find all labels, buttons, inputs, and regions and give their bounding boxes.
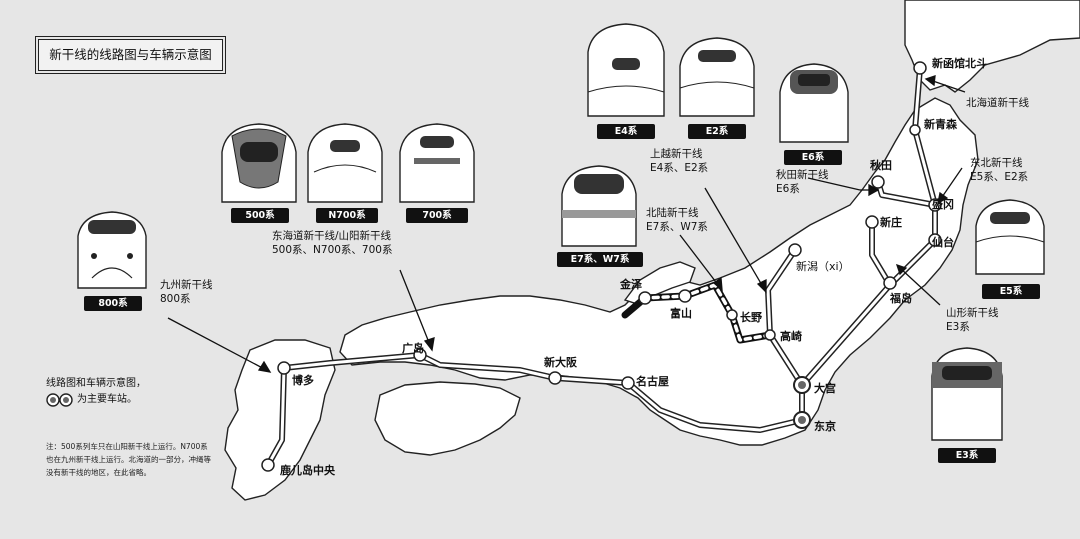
train-n700-illustration	[307, 123, 383, 203]
station-toyama: 富山	[670, 307, 692, 320]
label-hokkaido-line: 北海道新干线	[966, 97, 1029, 109]
tag-e2: E2系	[688, 124, 746, 139]
station-akita: 秋田	[870, 159, 892, 172]
tag-n700: N700系	[316, 208, 378, 223]
tag-e7-w7: E7系、W7系	[557, 252, 643, 267]
tag-800: 800系	[84, 296, 142, 311]
major-station-icon	[46, 393, 73, 407]
station-shinosaka: 新大阪	[544, 356, 577, 369]
hokkaido-land	[904, 0, 1080, 93]
tag-e6: E6系	[784, 150, 842, 165]
legend: 线路图和车辆示意图， 为主要车站。	[46, 378, 146, 407]
station-fukushima: 福岛	[890, 292, 912, 305]
tag-700: 700系	[406, 208, 468, 223]
station-nagoya: 名古屋	[636, 375, 669, 388]
station-niigata: 新潟（xi）	[796, 260, 850, 273]
station-takasaki: 高崎	[780, 330, 802, 343]
station-nagano: 长野	[740, 311, 762, 324]
honshu-land	[339, 97, 979, 446]
tag-500: 500系	[231, 208, 289, 223]
train-700-illustration	[399, 123, 475, 203]
station-morioka: 盛冈	[932, 198, 954, 211]
tag-e5: E5系	[982, 284, 1040, 299]
station-omiya: 大宫	[814, 382, 836, 395]
tag-e4: E4系	[597, 124, 655, 139]
train-e4-illustration	[587, 23, 665, 117]
station-shinaomori: 新青森	[924, 118, 957, 131]
train-e3-illustration	[931, 347, 1003, 441]
footnote: 注：500系列车只在山阳新干线上运行。N700系 也在九州新干线上运行。北海道的…	[46, 442, 211, 477]
station-hiroshima: 广岛	[402, 342, 424, 355]
station-shinjo: 新庄	[880, 216, 902, 229]
map-title: 新干线的线路图与车辆示意图	[35, 36, 226, 74]
station-kanazawa: 金泽	[620, 278, 642, 291]
station-tokyo: 东京	[814, 420, 836, 433]
train-e2-illustration	[679, 37, 755, 117]
pointer-arrows	[167, 75, 966, 373]
shikoku-land	[374, 381, 521, 456]
train-800-illustration	[77, 211, 147, 289]
train-e7-illustration	[561, 165, 637, 247]
station-markers	[261, 61, 942, 472]
tag-e3: E3系	[938, 448, 996, 463]
train-e6-illustration	[779, 63, 849, 143]
station-sendai: 仙台	[932, 236, 954, 249]
train-e5-illustration	[975, 199, 1045, 275]
station-hakata: 博多	[292, 374, 314, 387]
station-shinhakodate: 新函馆北斗	[932, 57, 987, 70]
station-kagoshima: 鹿儿岛中央	[280, 464, 335, 477]
train-500-illustration	[221, 123, 297, 203]
